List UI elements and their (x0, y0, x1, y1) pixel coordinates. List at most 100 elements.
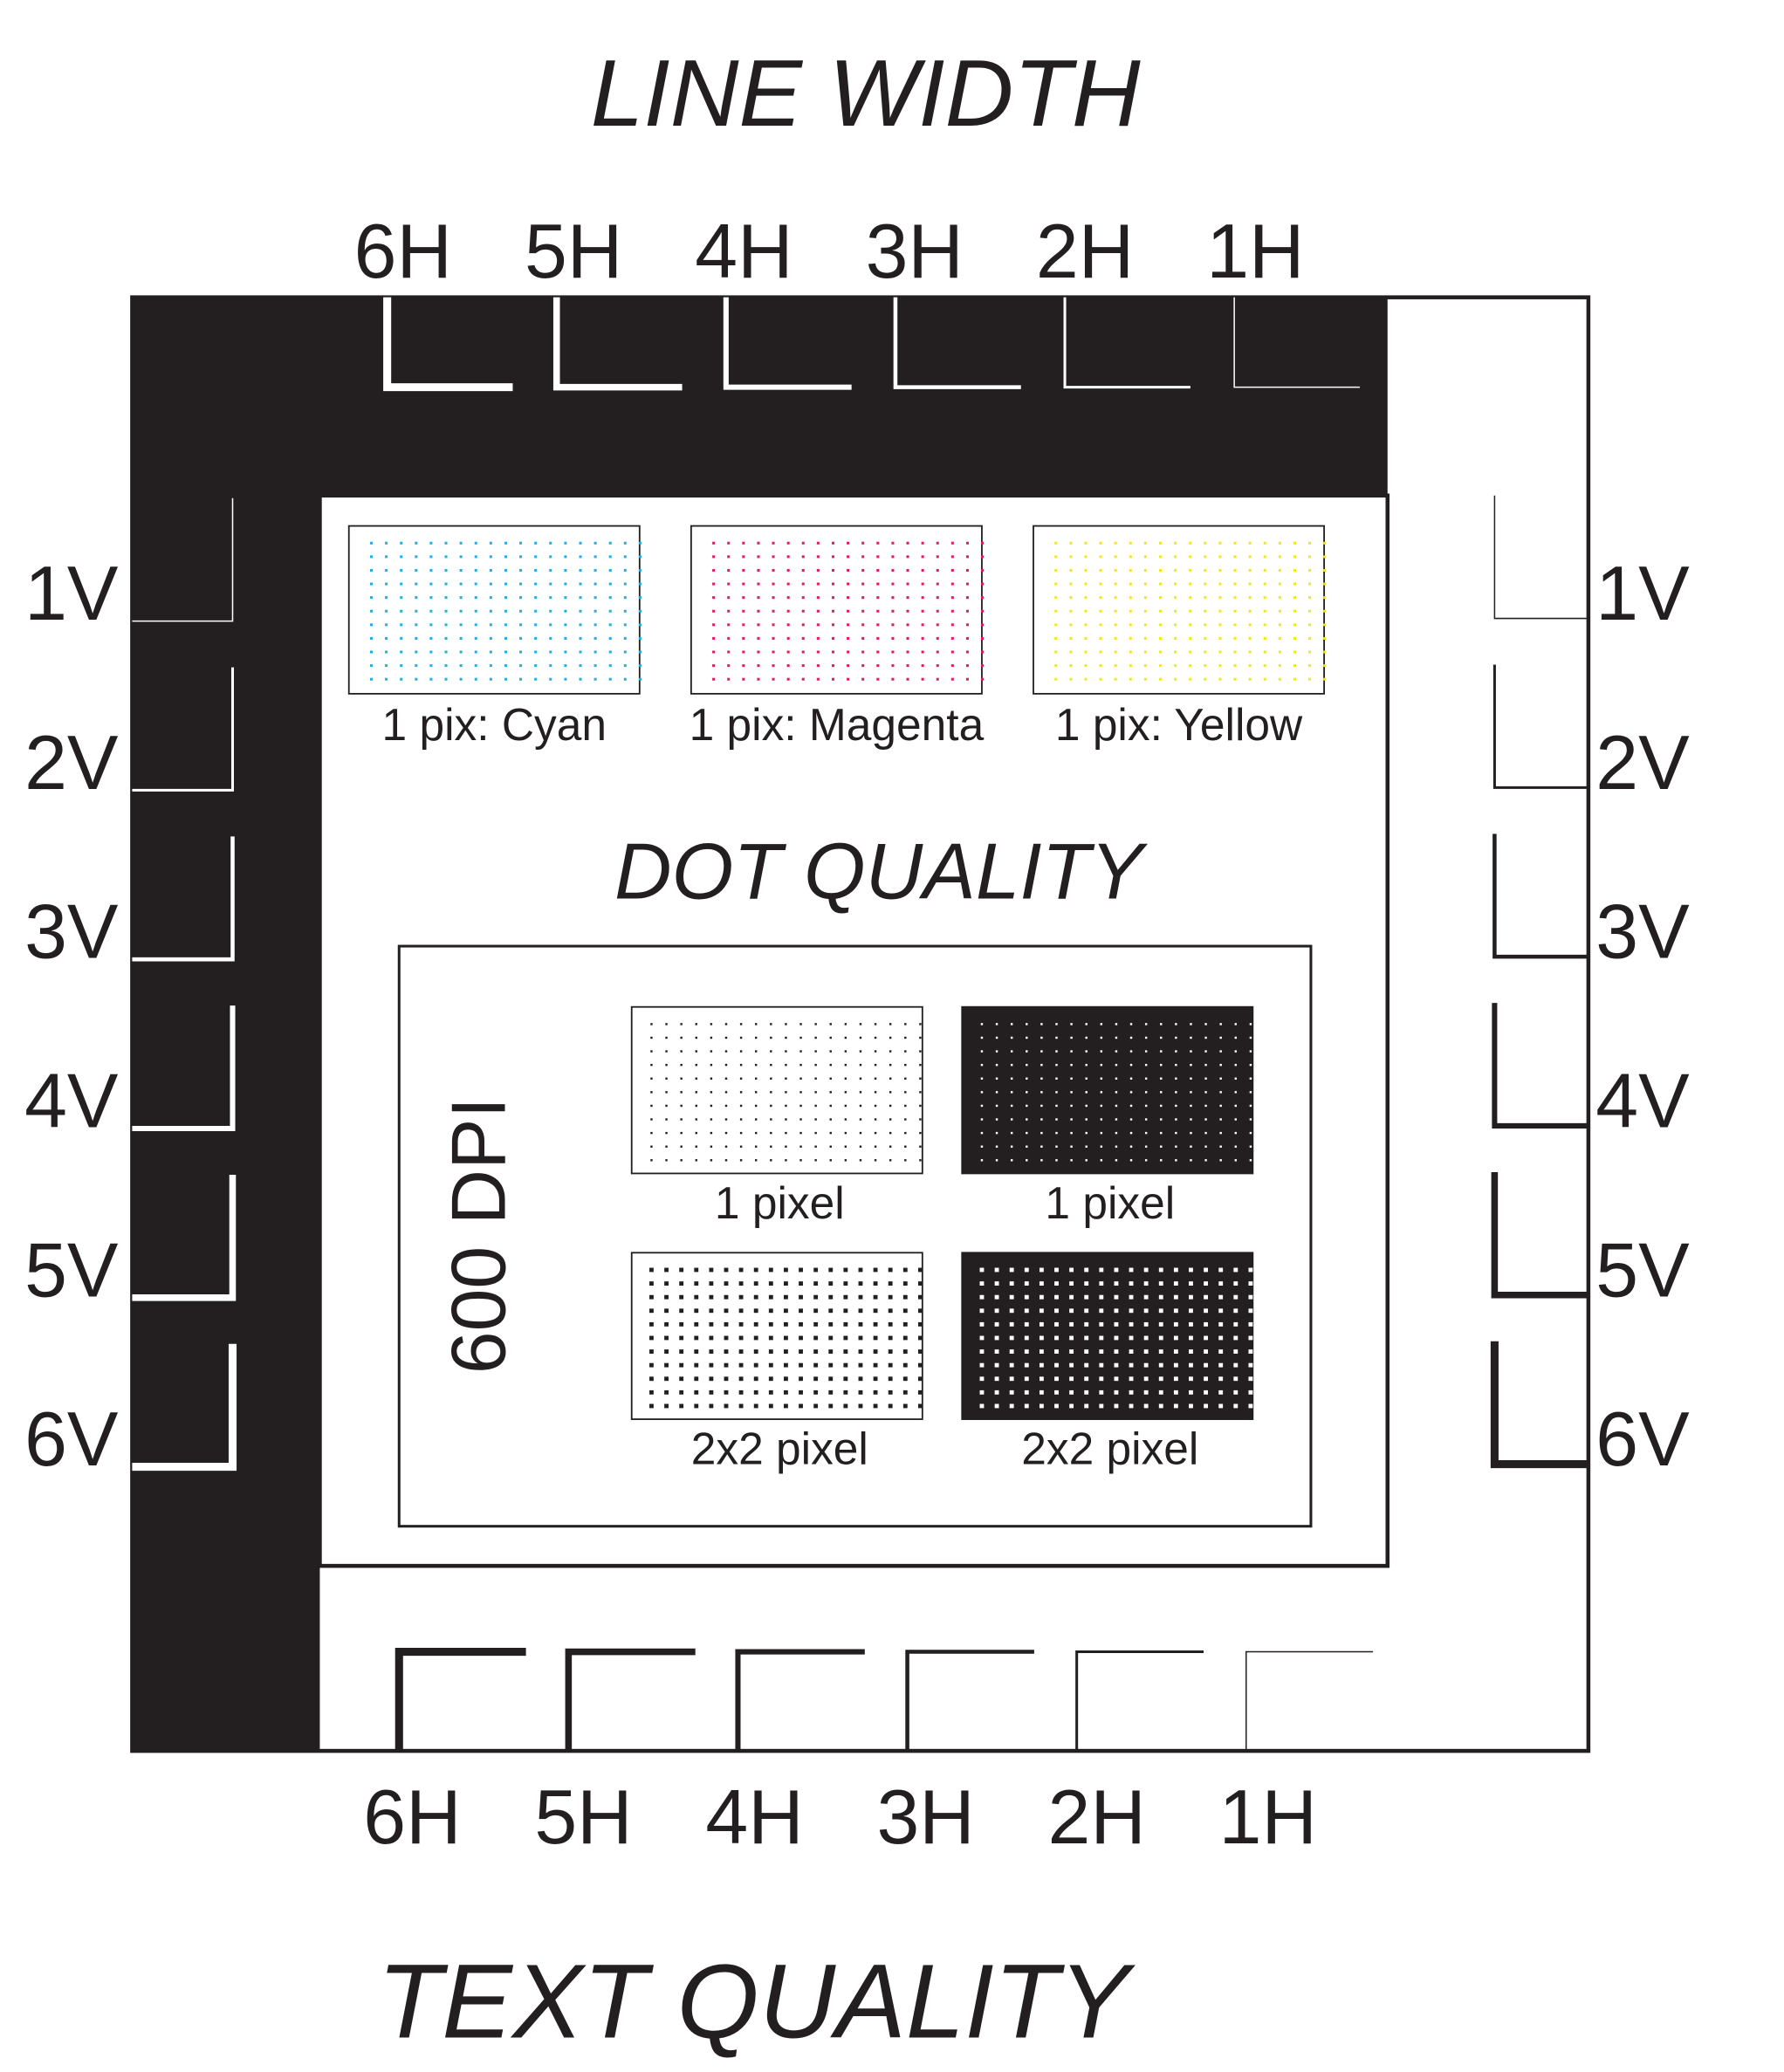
dot (504, 596, 507, 600)
dot (1143, 1362, 1149, 1368)
dot (608, 582, 612, 586)
dot (608, 623, 612, 627)
dot (1054, 1403, 1059, 1409)
dot (564, 677, 567, 681)
dot (965, 609, 969, 613)
dot (727, 568, 731, 572)
dot (504, 623, 507, 627)
dot (1099, 1403, 1104, 1409)
dot (504, 677, 507, 681)
dot (1233, 1294, 1239, 1300)
dot (1026, 1118, 1028, 1121)
dot (1143, 664, 1147, 668)
dot (858, 1294, 863, 1300)
top-label-2H: 2H (1036, 209, 1134, 294)
dot (1144, 1131, 1148, 1135)
dot (1233, 636, 1237, 640)
dot (980, 1063, 984, 1067)
dot (1143, 1376, 1149, 1382)
dot (1219, 1159, 1222, 1162)
dot (828, 1389, 834, 1395)
dot (444, 555, 448, 559)
dot (1024, 1294, 1029, 1300)
dot (888, 1349, 893, 1354)
dot (534, 596, 538, 600)
dot (891, 623, 895, 627)
dot (799, 1267, 803, 1273)
dot (950, 623, 954, 627)
dot (874, 1104, 877, 1108)
dot (829, 1036, 832, 1039)
top-label-1H: 1H (1206, 209, 1304, 294)
dot (965, 623, 969, 627)
dot (1009, 1349, 1014, 1354)
dot (1160, 1131, 1163, 1135)
dot (1189, 541, 1192, 545)
dot (415, 541, 418, 545)
dot (1070, 1159, 1073, 1162)
dot (1143, 1281, 1149, 1286)
dot (1189, 582, 1192, 586)
dot (1024, 1349, 1029, 1354)
dot (1278, 555, 1281, 559)
dot (1129, 1294, 1134, 1300)
dot (858, 1362, 863, 1368)
dot (1190, 1118, 1192, 1121)
dot (1069, 1308, 1074, 1314)
dot (504, 609, 507, 613)
dot (1010, 1131, 1013, 1135)
dot (847, 568, 850, 572)
dot (1099, 636, 1102, 640)
dot (650, 1063, 653, 1067)
dot (649, 1294, 654, 1300)
dot (1069, 568, 1073, 572)
dot (369, 623, 373, 627)
dot (921, 650, 924, 654)
dot (665, 1118, 668, 1121)
dot (919, 1131, 922, 1135)
dot (1173, 1349, 1178, 1354)
dot (650, 1104, 653, 1108)
dot (694, 1335, 699, 1341)
dot (1174, 596, 1177, 600)
dot (695, 1159, 697, 1162)
dot (1054, 1389, 1059, 1395)
dot (1323, 664, 1327, 668)
dot (904, 1145, 907, 1148)
dot (919, 1159, 922, 1162)
dot (772, 555, 775, 559)
dot (1263, 568, 1266, 572)
right-label-2V: 2V (1595, 720, 1690, 806)
dot (801, 677, 805, 681)
dot (1055, 1091, 1058, 1094)
dot (831, 582, 834, 586)
top-label-4H: 4H (695, 209, 793, 294)
dot (429, 636, 433, 640)
dot (917, 1308, 923, 1314)
left-label-2V: 2V (24, 720, 119, 806)
dot (1175, 1104, 1177, 1108)
dot (786, 650, 790, 654)
dot (786, 677, 790, 681)
dot (579, 677, 582, 681)
dot (1114, 636, 1117, 640)
top-line-mark-5H (552, 297, 683, 391)
dot (1218, 677, 1222, 681)
dot (891, 568, 895, 572)
dot (801, 582, 805, 586)
dot (981, 609, 985, 613)
dot (742, 623, 745, 627)
dot (1085, 1145, 1088, 1148)
dot (1129, 636, 1132, 640)
dot (1129, 1281, 1134, 1286)
dot (1054, 1376, 1059, 1382)
dot (1308, 623, 1312, 627)
dot (1084, 1281, 1089, 1286)
dot (891, 677, 895, 681)
dot (429, 541, 433, 545)
dot (564, 541, 567, 545)
dot (904, 1077, 907, 1080)
dot (738, 1349, 744, 1354)
dot (594, 636, 597, 640)
dot (1115, 1118, 1118, 1121)
